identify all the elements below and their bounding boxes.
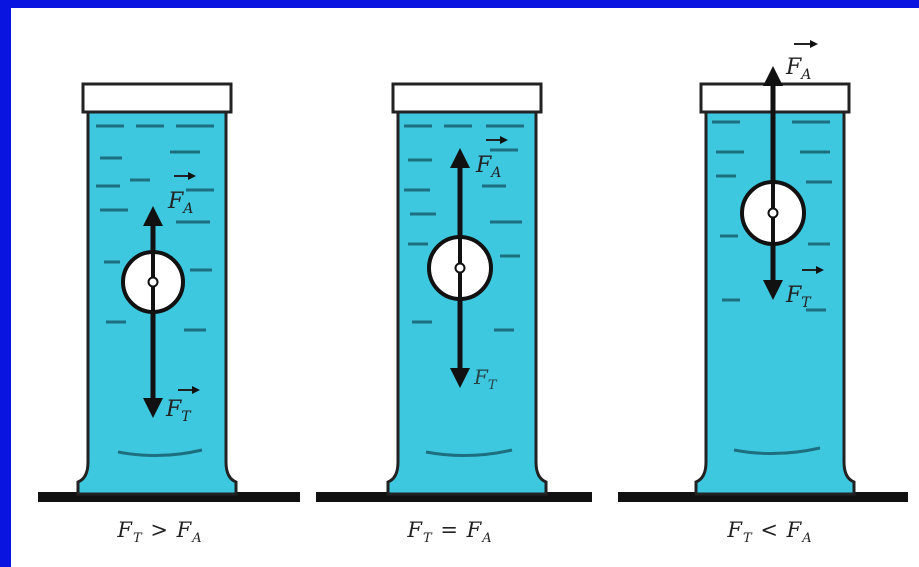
table-base-3 — [618, 492, 908, 502]
table-base-1 — [38, 492, 300, 502]
cylinder-3-body — [694, 110, 856, 496]
cylinder-3: FA FT — [618, 40, 908, 502]
table-base-2 — [316, 492, 592, 502]
caption-rising: FT < FA — [727, 518, 813, 547]
ball-center-3 — [767, 207, 779, 219]
ft-label-2: FT — [473, 365, 498, 393]
ball-center-2 — [454, 262, 466, 274]
ft-label-1: FT — [165, 397, 192, 425]
cylinder-1: FA FT — [38, 82, 300, 502]
cylinder-2: FA FT — [316, 82, 592, 502]
fa-label-1: FA — [167, 189, 193, 217]
cylinder-2-body — [386, 110, 548, 496]
water-dashes-3 — [712, 120, 832, 456]
ft-label-3: FT — [785, 283, 812, 311]
ball-center-1 — [147, 276, 159, 288]
cylinder-1-rim — [81, 82, 233, 114]
water-dashes-2 — [404, 124, 524, 458]
cylinder-2-rim — [391, 82, 543, 114]
caption-sinking: FT > FA — [117, 518, 203, 547]
fa-label-3: FA — [785, 55, 811, 83]
caption-floating: FT = FA — [407, 518, 493, 547]
fa-label-2: FA — [475, 153, 501, 181]
water-dashes-1 — [96, 124, 214, 458]
